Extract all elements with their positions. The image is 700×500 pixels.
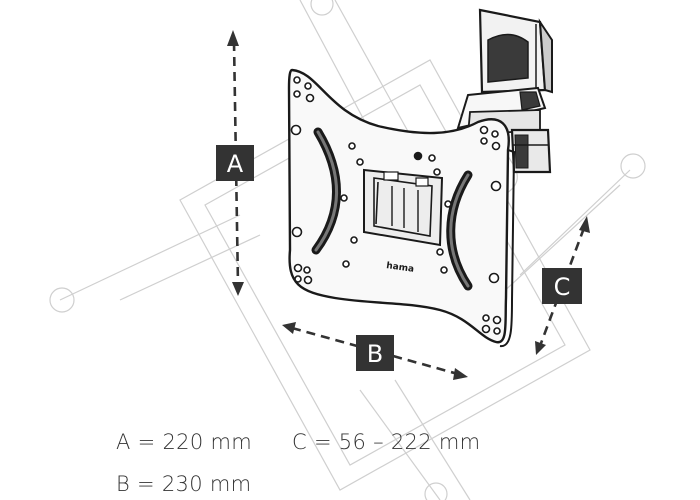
mounting-hole bbox=[480, 137, 488, 145]
arrowhead-down bbox=[232, 282, 244, 296]
mounting-hole bbox=[490, 180, 502, 192]
watermark-line bbox=[394, 379, 471, 500]
mounting-hole bbox=[479, 125, 489, 135]
mounting-hole bbox=[433, 168, 441, 176]
vesa-plate-edge bbox=[499, 149, 516, 348]
vesa-plate: hama bbox=[287, 68, 516, 348]
wall-plate-cutout bbox=[487, 33, 529, 83]
mounting-hole bbox=[493, 327, 501, 335]
dimension-c-text: C = 56 – 222 mm bbox=[292, 430, 481, 454]
label-b: B bbox=[356, 335, 394, 371]
vesa-slot-right-inner bbox=[449, 173, 470, 288]
mounting-hole bbox=[293, 76, 301, 84]
mounting-hole bbox=[303, 275, 313, 285]
mounting-hole bbox=[440, 266, 448, 274]
dimension-line-b bbox=[291, 326, 459, 376]
watermark-line bbox=[519, 169, 631, 276]
dimension-a-text: A = 220 mm bbox=[116, 430, 252, 454]
label-c-box bbox=[542, 268, 582, 304]
mounting-hole bbox=[348, 142, 356, 150]
mounting-hole bbox=[356, 158, 364, 166]
arrowhead-up bbox=[227, 30, 239, 46]
mounting-hole bbox=[294, 275, 302, 283]
vesa-slot-left-inner bbox=[314, 130, 338, 252]
mounting-hole bbox=[303, 266, 311, 274]
center-mount-inner bbox=[373, 177, 433, 237]
mounting-hole bbox=[482, 314, 490, 322]
center-mount-bar bbox=[375, 181, 379, 225]
watermark-line bbox=[59, 214, 241, 301]
label-c: C bbox=[542, 268, 582, 304]
center-mount-clip bbox=[415, 177, 429, 187]
brand-mark: hama bbox=[386, 261, 415, 275]
label-b-text: B bbox=[367, 340, 383, 368]
tilt-joint bbox=[510, 128, 552, 174]
mounting-hole bbox=[293, 263, 303, 273]
watermark-line bbox=[334, 0, 411, 136]
watermark-circle bbox=[49, 287, 75, 313]
watermark-line bbox=[359, 389, 441, 500]
label-a: A bbox=[216, 145, 254, 181]
dimension-b-text: B = 230 mm bbox=[116, 472, 252, 496]
label-a-text: A bbox=[227, 150, 244, 178]
label-c-text: C bbox=[554, 273, 571, 301]
arrowhead-left bbox=[282, 322, 296, 334]
watermark-line bbox=[499, 184, 621, 296]
label-b-box bbox=[356, 335, 394, 371]
mounting-hole bbox=[492, 315, 502, 325]
watermark-circle bbox=[310, 0, 334, 16]
mounting-hole bbox=[290, 124, 302, 136]
wall-plate-side bbox=[538, 18, 553, 94]
arrowhead-right bbox=[453, 368, 468, 380]
watermark-circle bbox=[424, 482, 448, 500]
mounting-hole bbox=[342, 260, 350, 268]
mounting-hole bbox=[491, 141, 501, 151]
arrowhead-up-right bbox=[579, 216, 590, 233]
mounting-hole bbox=[293, 90, 301, 98]
mounting-hole bbox=[350, 236, 358, 244]
mounting-hole bbox=[291, 226, 303, 238]
watermark-frame bbox=[179, 59, 591, 491]
watermark-circle bbox=[620, 153, 646, 179]
mounting-hole bbox=[304, 82, 312, 90]
mounting-hole bbox=[436, 248, 444, 256]
swivel-arm-shade bbox=[519, 91, 541, 111]
mounting-hole bbox=[444, 200, 452, 208]
mounting-hole bbox=[481, 324, 491, 334]
label-a-box bbox=[216, 145, 254, 181]
center-mount-clip bbox=[383, 171, 399, 181]
mounting-hole bbox=[413, 151, 423, 161]
center-mount-frame bbox=[363, 168, 444, 247]
tilt-joint-dark bbox=[514, 134, 529, 169]
mounting-hole bbox=[428, 154, 436, 162]
mounting-hole bbox=[340, 194, 348, 202]
dimension-arrow-b bbox=[282, 322, 468, 380]
mounting-hole bbox=[488, 272, 500, 284]
mounting-hole bbox=[305, 93, 315, 103]
mounting-holes bbox=[290, 76, 502, 335]
arrowhead-down-left bbox=[535, 341, 546, 355]
mounting-hole bbox=[491, 130, 499, 138]
swivel-arm bbox=[456, 86, 547, 136]
wall-plate bbox=[478, 8, 553, 94]
